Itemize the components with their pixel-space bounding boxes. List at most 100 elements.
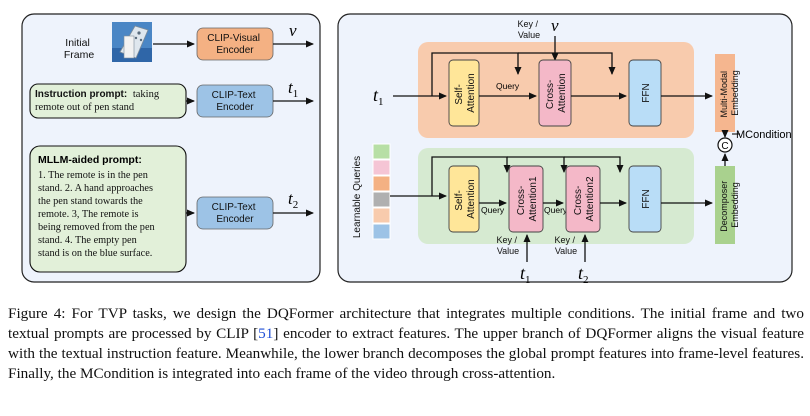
- decomposer-embedding: [715, 166, 735, 244]
- upper-self-attention-line-1: Self-: [454, 84, 465, 105]
- clip-text-encoder-1-label: CLIP-Text Encoder: [212, 90, 259, 113]
- cross-attention-2: [565, 165, 601, 233]
- key-value-low-1: Key / Value: [496, 235, 519, 256]
- lower-ffn-label: FFN: [641, 189, 652, 208]
- mllm-line-6: stand. 4. The empty pen: [38, 235, 137, 246]
- query-token-5: [372, 207, 391, 224]
- mllm-line-3: the pen stand towards the: [38, 196, 143, 207]
- output-t1-sub: 1: [293, 88, 299, 100]
- multimodal-embedding-line-2: Embedding: [730, 70, 740, 116]
- upper-input-t1-main: t: [373, 85, 379, 105]
- output-t2-main: t: [288, 189, 294, 208]
- top-v: v: [551, 16, 559, 35]
- decomposer-embedding-line-2: Embedding: [730, 182, 740, 228]
- upper-cross-attention-line-2: Attention: [557, 73, 568, 112]
- cross-attention-1-line-1: Cross-: [516, 186, 527, 215]
- lower-branch: [418, 148, 694, 244]
- bottom-t1: t1: [520, 263, 531, 286]
- clip-visual-line-1: CLIP-Visual: [207, 33, 260, 44]
- instruction-prompt-text: Instruction prompt: taking remote out of…: [35, 89, 162, 113]
- cross-attention-2-label: Cross- Attention2: [573, 176, 596, 221]
- cross-attention-1-label: Cross- Attention1: [516, 176, 539, 221]
- cross-attention-1: [508, 165, 544, 233]
- bottom-t1-main: t: [520, 263, 526, 283]
- output-t1: t1: [288, 78, 298, 100]
- query-token-6: [372, 223, 391, 240]
- initial-frame-image: [112, 22, 152, 62]
- cross-attention-1-line-2: Attention1: [528, 176, 539, 221]
- lower-self-attention-line-1: Self-: [454, 190, 465, 211]
- mllm-line-4: remote. 3, The remote is: [38, 209, 138, 220]
- query-token-3: [372, 175, 391, 192]
- upper-cross-attention-label: Cross- Attention: [545, 73, 568, 112]
- query-token-1: [372, 143, 391, 160]
- initial-frame-label: Initial Frame: [64, 37, 94, 61]
- learnable-queries-label: Learnable Queries: [352, 156, 363, 238]
- mllm-line-5: being removed from the pen: [38, 222, 155, 233]
- clip-text-2-line-1: CLIP-Text: [212, 202, 256, 213]
- lower-ffn: [628, 165, 662, 233]
- dqformer-diagram: Initial Frame CLIP-Visual Encoder v Inst…: [21, 13, 793, 286]
- key-value-low-2-line-2: Value: [555, 246, 577, 256]
- lower-self-attention-label: Self- Attention: [454, 179, 477, 218]
- clip-text-1-line-2: Encoder: [216, 102, 254, 113]
- caption-lead: Figure 4: For TVP tasks, we design the D…: [8, 305, 804, 342]
- mllm-prompt-title: MLLM-aided prompt:: [38, 154, 142, 166]
- key-value-low-1-line-2: Value: [497, 246, 519, 256]
- figure-caption: Figure 4: For TVP tasks, we design the D…: [8, 304, 804, 384]
- concat-symbol: C: [721, 141, 728, 152]
- output-t1-main: t: [288, 78, 294, 97]
- upper-input-t1: t1: [373, 85, 384, 108]
- query-token-2: [372, 159, 391, 176]
- upper-query-label: Query: [496, 81, 520, 91]
- key-value-top: Key / Value: [517, 19, 540, 40]
- output-v: v: [289, 21, 297, 40]
- mllm-line-1: 1. The remote is in the pen: [38, 170, 148, 181]
- bottom-t2-main: t: [578, 263, 584, 283]
- mllm-line-2: stand. 2. A hand approaches: [38, 183, 153, 194]
- multimodal-embedding: [715, 54, 735, 132]
- upper-self-attention: [448, 59, 480, 127]
- concat-node: [717, 137, 733, 153]
- clip-text-1-line-1: CLIP-Text: [212, 90, 256, 101]
- mllm-line-7: stand is on the blue surface.: [38, 248, 152, 259]
- initial-frame-line-1: Initial: [65, 37, 90, 49]
- clip-text-2-line-2: Encoder: [216, 214, 254, 225]
- lower-self-attention-line-2: Attention: [466, 179, 477, 218]
- caption-citation[interactable]: 51: [258, 325, 274, 342]
- clip-text-encoder-2-label: CLIP-Text Encoder: [212, 202, 259, 225]
- cross-attention-2-line-2: Attention2: [585, 176, 596, 221]
- clip-visual-line-2: Encoder: [216, 45, 254, 56]
- key-value-top-line-1: Key /: [517, 19, 538, 29]
- key-value-low-1-line-1: Key /: [496, 235, 517, 245]
- lower-self-attention: [448, 165, 480, 233]
- bottom-t1-sub: 1: [525, 274, 531, 286]
- learnable-queries-stack: [372, 143, 391, 240]
- multimodal-embedding-line-1: Multi-Modal: [719, 71, 729, 118]
- query-token-4: [372, 191, 391, 208]
- mllm-prompt-body: 1. The remote is in the pen stand. 2. A …: [38, 170, 157, 259]
- key-value-top-line-2: Value: [518, 30, 540, 40]
- lower-query-label-2: Query: [544, 205, 568, 215]
- decomposer-embedding-line-1: Decomposer: [719, 181, 729, 232]
- upper-ffn-label: FFN: [641, 83, 652, 102]
- lower-query-label-1: Query: [481, 205, 505, 215]
- key-value-low-2: Key / Value: [554, 235, 577, 256]
- decomposer-embedding-label: Decomposer Embedding: [719, 178, 740, 232]
- initial-frame-line-2: Frame: [64, 49, 94, 61]
- output-t2-sub: 2: [293, 199, 299, 211]
- key-value-low-2-line-1: Key /: [554, 235, 575, 245]
- mllm-prompt-box: [29, 145, 187, 273]
- bottom-t2-sub: 2: [583, 274, 589, 286]
- upper-input-t1-sub: 1: [378, 96, 384, 108]
- upper-cross-attention-line-1: Cross-: [545, 80, 556, 109]
- upper-cross-attention: [538, 59, 572, 127]
- upper-ffn: [628, 59, 662, 127]
- multimodal-embedding-label: Multi-Modal Embedding: [719, 68, 740, 117]
- upper-self-attention-line-2: Attention: [466, 73, 477, 112]
- instruction-prompt-body-2: remote out of pen stand: [35, 102, 135, 113]
- upper-self-attention-label: Self- Attention: [454, 73, 477, 112]
- cross-attention-2-line-1: Cross-: [573, 186, 584, 215]
- instruction-prompt-body-1: taking: [133, 89, 160, 100]
- mcondition-label: MCondition: [736, 129, 792, 141]
